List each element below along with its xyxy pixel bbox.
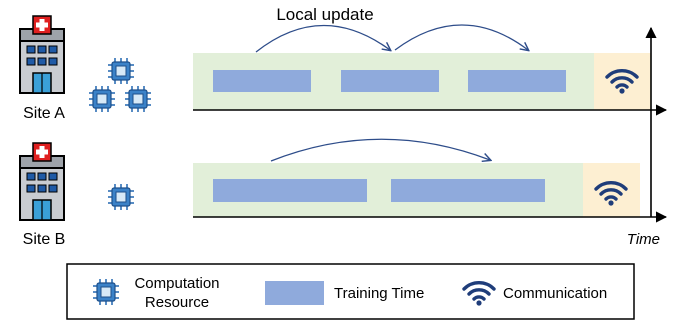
training-block	[391, 179, 545, 202]
legend-box	[66, 263, 635, 320]
local-update-arrow	[394, 24, 528, 50]
local-update-arrow	[255, 24, 390, 53]
time-axis-label: Time	[627, 231, 660, 248]
local-update-label: Local update	[276, 5, 373, 24]
hospital-building-icon	[19, 15, 65, 94]
site-a: Site A Local update	[19, 5, 668, 122]
site-b: Site B	[19, 138, 668, 248]
site-a-communication-region	[594, 53, 651, 110]
legend-resource-line1: Computation	[134, 275, 219, 292]
legend: Computation Resource Training Time Commu…	[66, 263, 635, 320]
site-b-label: Site B	[23, 231, 66, 248]
legend-communication-label: Communication	[503, 285, 607, 302]
hospital-building-icon	[19, 142, 65, 221]
training-block	[468, 70, 566, 92]
training-block	[341, 70, 439, 92]
chip-icon	[124, 85, 152, 113]
training-block	[213, 179, 367, 202]
legend-resource-line2: Resource	[145, 294, 209, 311]
legend-training-swatch	[265, 281, 324, 305]
local-update-arrow	[270, 138, 490, 161]
chip-icon	[107, 183, 135, 211]
site-a-label: Site A	[23, 105, 65, 122]
site-a-resources	[88, 57, 152, 113]
chip-icon	[88, 85, 116, 113]
legend-training-label: Training Time	[334, 285, 424, 302]
training-block	[213, 70, 311, 92]
chip-icon	[107, 57, 135, 85]
